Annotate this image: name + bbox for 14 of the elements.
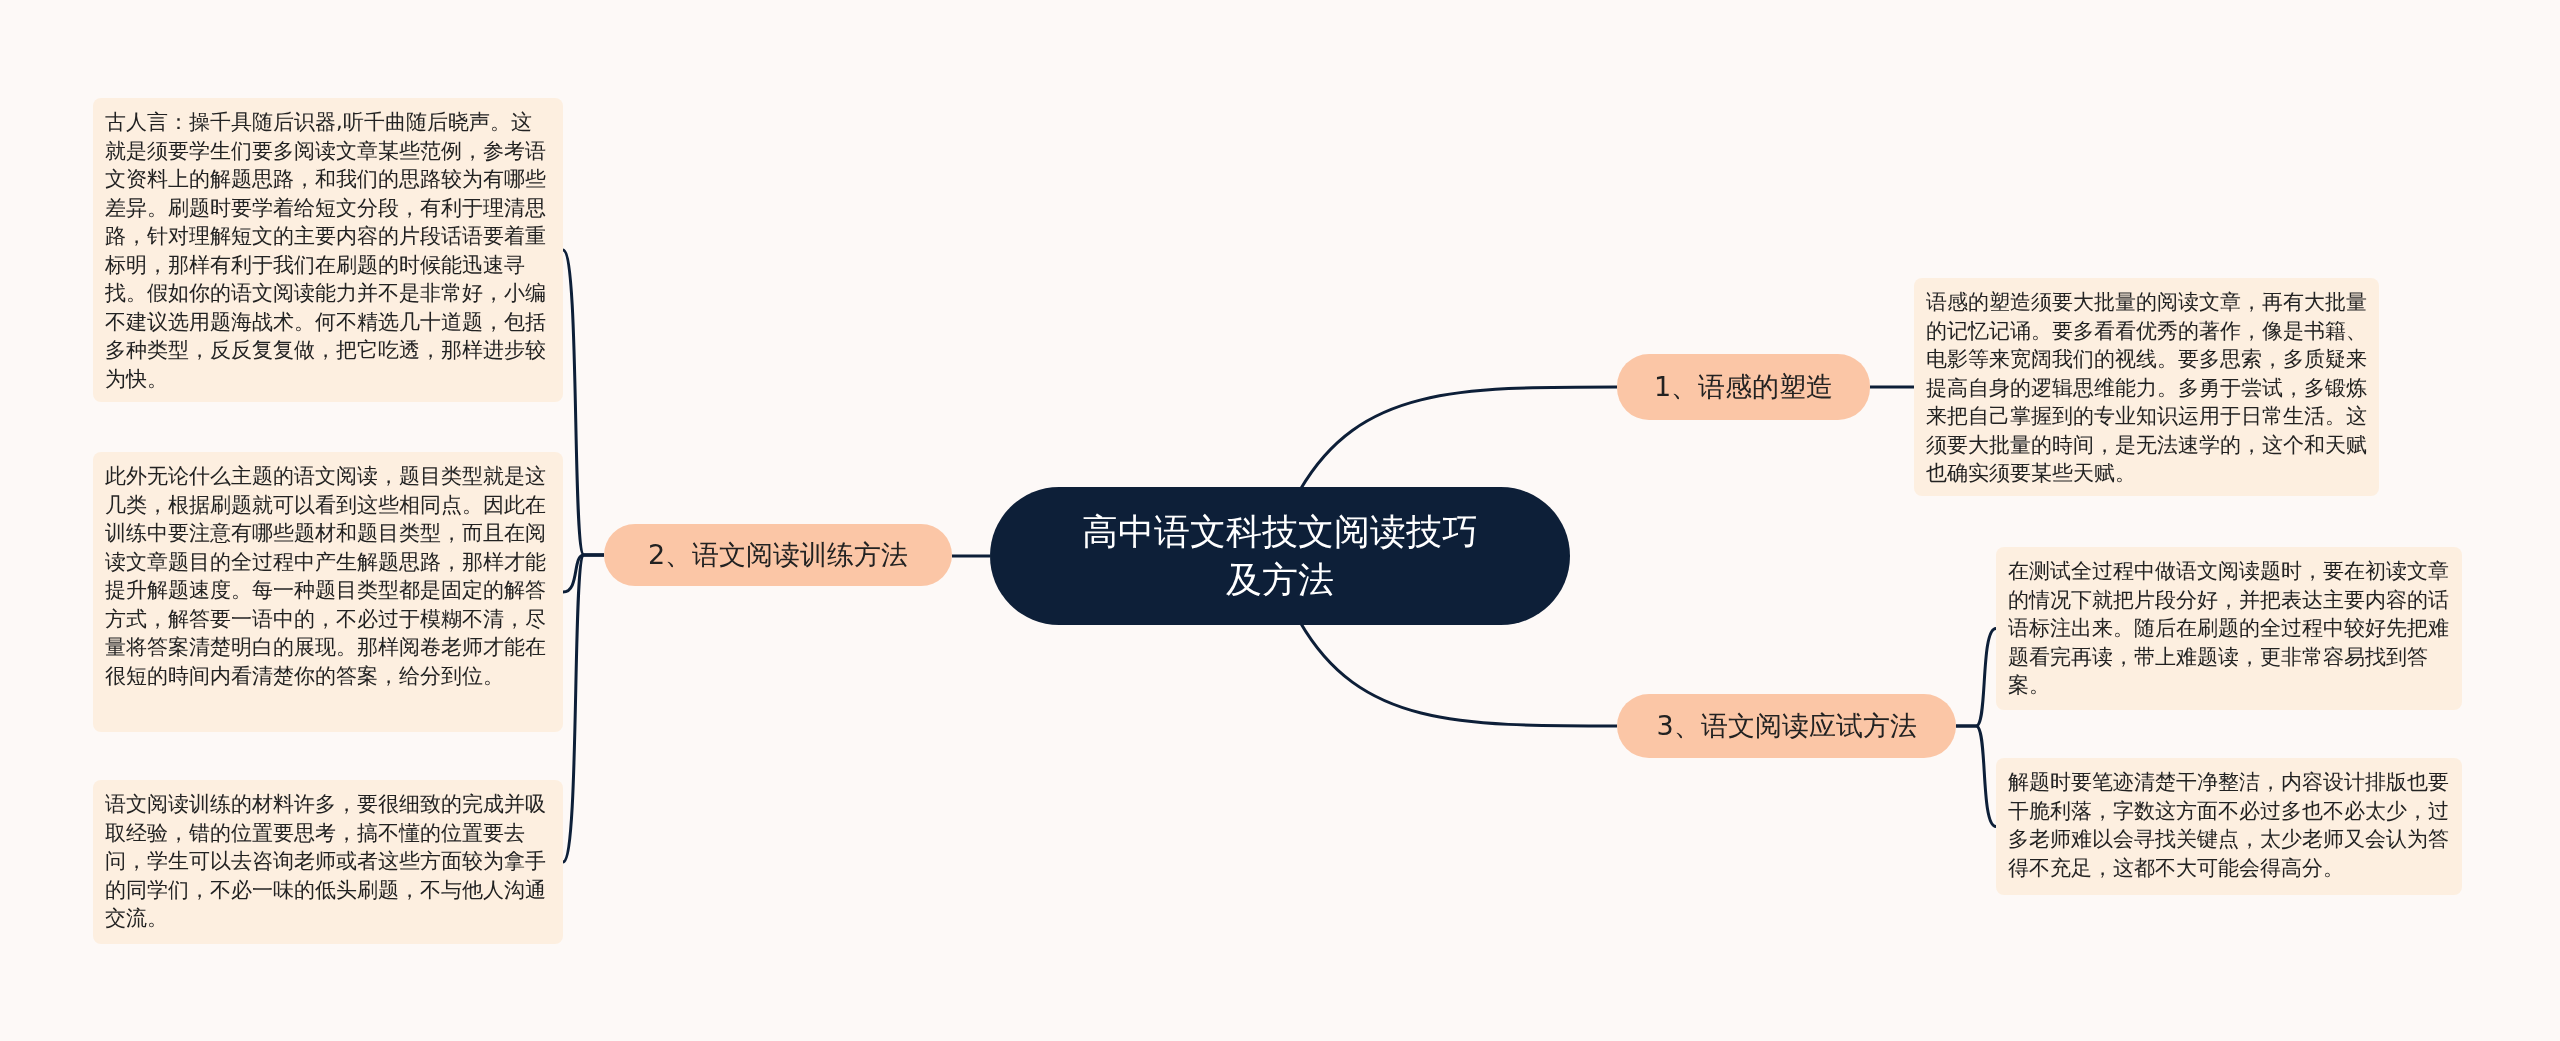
branch-topic-box: 1、语感的塑造 xyxy=(1617,354,1870,420)
central-topic-box: 高中语文科技文阅读技巧及方法 xyxy=(990,487,1570,625)
note-box: 语感的塑造须要大批量的阅读文章，再有大批量的记忆记诵。要多看看优秀的著作，像是书籍、电影等来宽阔我们的视线。要多思索，多质疑来提高自身的逻辑思维能力。多勇于尝试，多锻炼来把自己掌握到的专业知识运用于日常生活。这须要大批量的時间，是无法速学的，这个和天赋也确实须要某些天赋。 xyxy=(1914,278,2379,496)
branch-topic-box: 2、语文阅读训练方法 xyxy=(604,524,952,586)
note-box: 古人言：操千具随后识器,听千曲随后晓声。这就是须要学生们要多阅读文章某些范例，参考语文资料上的解题思路，和我们的思路较为有哪些差异。刷题时要学着给短文分段，有利于理清思路，针对理解短文的主要内容的片段话语要着重标明，那样有利于我们在刷题的时候能迅速寻找。假如你的语文阅读能力并不是非常好，小编不建议选用题海战术。何不精选几十道题，包括多种类型，反反复复做，把它吃透，那样进步较为快。 xyxy=(93,98,563,402)
note-box: 此外无论什么主题的语文阅读，题目类型就是这几类，根据刷题就可以看到这些相同点。因此在训练中要注意有哪些题材和题目类型，而且在阅读文章题目的全过程中产生解题思路，那样才能提升解题速度。每一种题目类型都是固定的解答方式，解答要一语中的，不必过于模糊不清，尽量将答案清楚明白的展现。那样阅卷老师才能在很短的時间内看清楚你的答案，给分到位。 xyxy=(93,452,563,732)
note-box: 在测试全过程中做语文阅读题时，要在初读文章的情况下就把片段分好，并把表达主要内容的话语标注出来。随后在刷题的全过程中较好先把难题看完再读，带上难题读，更非常容易找到答案。 xyxy=(1996,547,2462,710)
connector-line xyxy=(561,553,604,863)
branch-topic-box: 3、语文阅读应试方法 xyxy=(1617,694,1956,758)
connector-line xyxy=(1956,724,1997,828)
note-box: 解题时要笔迹清楚干净整洁，内容设计排版也要干脆利落，字数这方面不必过多也不必太少，过多老师难以会寻找关键点，太少老师又会认为答得不充足，这都不大可能会得高分。 xyxy=(1996,758,2462,895)
note-box: 语文阅读训练的材料许多，要很细致的完成并吸取经验，错的位置要思考，搞不懂的位置要去问，学生可以去咨询老师或者这些方面较为拿手的同学们，不必一味的低头刷题，不与他人沟通交流。 xyxy=(93,780,563,944)
connector-line xyxy=(1870,385,1914,389)
connector-line xyxy=(952,554,990,558)
